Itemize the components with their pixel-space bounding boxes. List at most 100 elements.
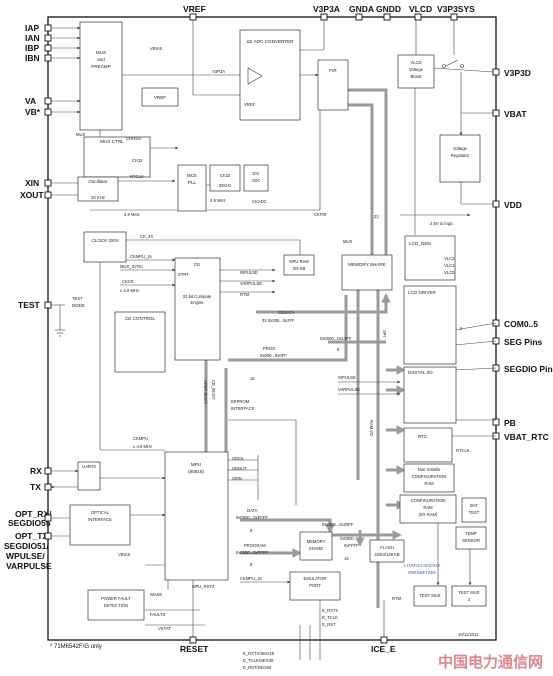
digital-io-block: DIGITAL I/O <box>403 366 457 424</box>
pin-test: TEST <box>18 300 41 310</box>
svg-text:E_RST: E_RST <box>322 622 336 627</box>
svg-text:E_RXTX: E_RXTX <box>322 608 338 613</box>
svg-text:32-bit Compute: 32-bit Compute <box>183 294 212 299</box>
svg-text:EMULATOR: EMULATOR <box>304 576 327 581</box>
oscillator-block: Oscillator 32 KHz RTCLK <box>77 174 144 202</box>
svg-text:TEMP: TEMP <box>465 531 477 536</box>
svg-text:PARAMETERS: PARAMETERS <box>407 570 436 575</box>
svg-text:POWER FAULT: POWER FAULT <box>101 596 131 601</box>
svg-text:OPTICAL: OPTICAL <box>91 510 110 515</box>
svg-text:Non-Volatile: Non-Volatile <box>418 467 441 472</box>
svg-text:INTERFACE: INTERFACE <box>231 406 255 411</box>
svg-text:TEST MUX: TEST MUX <box>458 590 479 595</box>
svg-text:Boost: Boost <box>411 74 423 79</box>
pin-gndd: GNDD <box>376 4 401 14</box>
mck-pll-block: MCK PLL <box>177 164 207 212</box>
pin-ibn: IBN <box>25 53 40 63</box>
temp-sensor-block: TEMP SENSOR <box>455 526 487 550</box>
svg-text:CKFIR: CKFIR <box>314 212 327 217</box>
svg-text:E_TCLK: E_TCLK <box>322 615 338 620</box>
svg-text:LCD DRIVER: LCD DRIVER <box>408 290 437 295</box>
svg-text:MPU_RSTZ: MPU_RSTZ <box>192 584 215 589</box>
right-pins: V3P3D VBAT VDD COM0..5 SEG Pins SEGDIO P… <box>492 68 553 442</box>
pin-wpulse: WPULSE/ <box>6 551 45 561</box>
mux-preamp-block: MUX and PREAMP MUX <box>76 21 123 137</box>
svg-text:INTERFACE: INTERFACE <box>88 517 112 522</box>
svg-text:BAT: BAT <box>470 503 478 508</box>
pin-gnda: GNDA <box>349 4 374 14</box>
svg-text:MODE: MODE <box>72 303 85 308</box>
pin-segdio55: SEGDIO55 <box>8 518 51 528</box>
pin-vb: VB* <box>25 107 41 117</box>
ground-icon <box>55 329 65 337</box>
svg-text:CONFIGURATION: CONFIGURATION <box>411 498 446 503</box>
svg-text:DIV: DIV <box>253 171 260 176</box>
svg-text:VSTAT: VSTAT <box>158 626 171 631</box>
svg-text:WPULSE: WPULSE <box>240 270 258 275</box>
config-params-label: CONFIGURATION PARAMETERS <box>404 563 441 575</box>
svg-text:MEMORY: MEMORY <box>307 539 326 544</box>
svg-text:Engine: Engine <box>190 300 204 305</box>
svg-text:ADC: ADC <box>252 178 261 183</box>
svg-text:SPI: SPI <box>382 330 387 337</box>
fir-block: FIR <box>317 59 349 111</box>
pin-xout: XOUT <box>20 190 44 200</box>
svg-text:CE: CE <box>194 262 200 267</box>
pin-vref: VREF <box>183 4 206 14</box>
svg-text:0xFFFF: 0xFFFF <box>344 543 359 548</box>
mpu-block: MPU (80515) SDCK SDOUT SDIN CKMPU ≤ 4.9 … <box>133 436 247 581</box>
svg-text:CEDATA: CEDATA <box>278 310 295 315</box>
svg-text:FIR: FIR <box>329 68 337 73</box>
svg-text:8: 8 <box>337 347 340 352</box>
pin-ian: IAN <box>25 33 40 43</box>
svg-text:V3P3A: V3P3A <box>212 69 225 74</box>
svg-text:4.9 MHz: 4.9 MHz <box>124 212 140 217</box>
pin-v3p3sys: V3P3SYS <box>437 4 475 14</box>
svg-text:32 KHz: 32 KHz <box>91 195 105 200</box>
svg-text:Voltage: Voltage <box>453 146 468 151</box>
mux-ctrl-block: MUX CTRL CROSS CK32 <box>83 136 151 178</box>
pin-com: COM0..5 <box>504 319 538 329</box>
pin-ice-e: ICE_E <box>371 644 396 654</box>
uart0-block: UART0 <box>77 461 101 491</box>
svg-text:VLCD: VLCD <box>410 60 421 65</box>
svg-text:PLL: PLL <box>188 180 197 185</box>
svg-text:MUX: MUX <box>343 239 353 244</box>
ck32-block: CK32 32KHz 4.9 MHz <box>209 164 241 203</box>
svg-text:MUX CTRL: MUX CTRL <box>100 139 124 144</box>
pin-seg: SEG Pins <box>504 337 543 347</box>
svg-text:VLC0: VLC0 <box>444 270 455 275</box>
svg-text:(I/O RAM): (I/O RAM) <box>419 512 438 517</box>
svg-text:E_RST/SEG50: E_RST/SEG50 <box>243 665 272 670</box>
svg-text:VBIAS: VBIAS <box>118 552 131 557</box>
svg-text:MUX: MUX <box>96 50 106 55</box>
pin-vdd: VDD <box>504 200 522 210</box>
memory-share-2-block: MEMORY SHARE <box>299 531 333 561</box>
svg-text:CKMPU_2x: CKMPU_2x <box>240 576 263 581</box>
pin-rx: RX <box>30 466 42 476</box>
svg-text:CLOCK GEN: CLOCK GEN <box>91 238 118 243</box>
svg-text:DETECTION: DETECTION <box>104 603 128 608</box>
svg-text:CK32: CK32 <box>132 158 143 163</box>
svg-text:SDIN: SDIN <box>232 476 242 481</box>
voltage-regulator-block: Voltage Regulator 2.5V to logic <box>430 134 481 226</box>
clock-gen-block: CLOCK GEN CK_4X CKMPU_2x MUX_SYNC CKCE ≤… <box>83 231 153 293</box>
test-mux-block: TEST MUX TEST MUX 2 RTM <box>392 585 487 607</box>
svg-text:22: 22 <box>374 214 379 219</box>
svg-text:CKADC: CKADC <box>252 199 267 204</box>
svg-text:MEMORY SHARE: MEMORY SHARE <box>348 262 386 267</box>
svg-text:SHARE: SHARE <box>309 546 324 551</box>
svg-text:Regulator: Regulator <box>451 153 470 158</box>
pin-vlcd: VLCD <box>409 4 432 14</box>
top-pins: VREF V3P3A GNDA GNDD VLCD V3P3SYS <box>183 4 475 21</box>
pin-v3p3d: V3P3D <box>504 68 531 78</box>
svg-text:RTM: RTM <box>240 292 250 297</box>
svg-text:3/5 KB: 3/5 KB <box>293 266 306 271</box>
svg-text:PROG: PROG <box>263 346 275 351</box>
svg-text:RAM: RAM <box>424 481 434 486</box>
svg-text:CKMPU_2x: CKMPU_2x <box>130 254 153 259</box>
svg-text:WAKE: WAKE <box>150 592 162 597</box>
svg-text:VBIAS: VBIAS <box>150 46 163 51</box>
pin-ibp: IBP <box>25 43 40 53</box>
emulator-port-block: EMULATOR PORT CKMPU_2x E_RXTX E_TCLK E_R… <box>240 571 341 670</box>
